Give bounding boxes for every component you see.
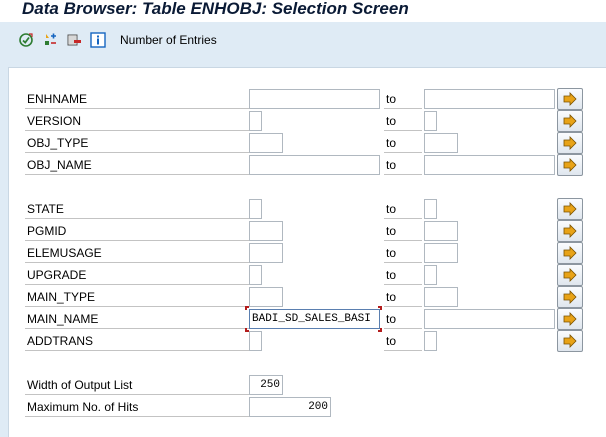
- multiple-selection-button[interactable]: [557, 242, 583, 264]
- arrow-right-icon: [563, 312, 577, 326]
- main-name-from-input[interactable]: BADI_SD_SALES_BASI: [249, 309, 380, 329]
- enhname-to-input[interactable]: [424, 89, 555, 109]
- field-label: ADDTRANS: [25, 331, 249, 351]
- arrow-right-icon: [563, 92, 577, 106]
- field-row-enhname: ENHNAME to: [9, 88, 606, 110]
- delete-selection-icon[interactable]: [66, 32, 82, 48]
- arrow-right-icon: [563, 246, 577, 260]
- field-row-pgmid: PGMID to: [9, 220, 606, 242]
- multiple-selection-button[interactable]: [557, 198, 583, 220]
- field-row-main-name: MAIN_NAME BADI_SD_SALES_BASI to: [9, 306, 606, 332]
- info-icon[interactable]: [90, 32, 106, 48]
- arrow-right-icon: [563, 114, 577, 128]
- to-label: to: [384, 309, 422, 329]
- page-title: Data Browser: Table ENHOBJ: Selection Sc…: [22, 0, 409, 18]
- focus-marker: [245, 306, 249, 310]
- field-row-main-type: MAIN_TYPE to: [9, 286, 606, 308]
- field-label: OBJ_NAME: [25, 155, 249, 175]
- setting-row-width: Width of Output List 250: [9, 374, 606, 396]
- width-of-output-list-input[interactable]: 250: [249, 375, 283, 395]
- title-bar: Data Browser: Table ENHOBJ: Selection Sc…: [0, 0, 606, 22]
- execute-icon[interactable]: [18, 32, 34, 48]
- field-row-state: STATE to: [9, 198, 606, 220]
- application-toolbar: Number of Entries: [0, 22, 606, 58]
- maximum-no-of-hits-label: Maximum No. of Hits: [25, 397, 249, 417]
- to-label: to: [384, 243, 422, 263]
- addtrans-to-input[interactable]: [424, 331, 437, 351]
- multiple-selection-button[interactable]: [557, 220, 583, 242]
- field-row-elemusage: ELEMUSAGE to: [9, 242, 606, 264]
- field-label: MAIN_TYPE: [25, 287, 249, 307]
- field-label: UPGRADE: [25, 265, 249, 285]
- elemusage-from-input[interactable]: [249, 243, 283, 263]
- focus-marker: [378, 328, 382, 332]
- arrow-right-icon: [563, 268, 577, 282]
- width-of-output-list-label: Width of Output List: [25, 375, 249, 395]
- focus-marker: [245, 328, 249, 332]
- number-of-entries-button[interactable]: Number of Entries: [120, 33, 217, 47]
- arrow-right-icon: [563, 136, 577, 150]
- enhname-from-input[interactable]: [249, 89, 380, 109]
- multiple-selection-button[interactable]: [557, 308, 583, 330]
- to-label: to: [384, 287, 422, 307]
- main-type-from-input[interactable]: [249, 287, 283, 307]
- obj-type-to-input[interactable]: [424, 133, 458, 153]
- field-label: ENHNAME: [25, 89, 249, 109]
- addtrans-from-input[interactable]: [249, 331, 262, 351]
- field-label: OBJ_TYPE: [25, 133, 249, 153]
- field-label: ELEMUSAGE: [25, 243, 249, 263]
- selection-screen: ENHNAME to VERSION to OBJ_TYPE to OBJ_NA…: [8, 67, 606, 437]
- version-to-input[interactable]: [424, 111, 437, 131]
- multiple-selection-button[interactable]: [557, 110, 583, 132]
- multiple-selection-button[interactable]: [557, 132, 583, 154]
- field-row-obj-type: OBJ_TYPE to: [9, 132, 606, 154]
- pgmid-to-input[interactable]: [424, 221, 458, 241]
- arrow-right-icon: [563, 224, 577, 238]
- arrow-right-icon: [563, 334, 577, 348]
- field-row-addtrans: ADDTRANS to: [9, 330, 606, 352]
- multiple-selection-button[interactable]: [557, 88, 583, 110]
- obj-type-from-input[interactable]: [249, 133, 283, 153]
- field-row-upgrade: UPGRADE to: [9, 264, 606, 286]
- to-label: to: [384, 133, 422, 153]
- field-label: MAIN_NAME: [25, 309, 249, 329]
- multiple-selection-button[interactable]: [557, 286, 583, 308]
- field-label: VERSION: [25, 111, 249, 131]
- field-label: STATE: [25, 199, 249, 219]
- to-label: to: [384, 221, 422, 241]
- to-label: to: [384, 265, 422, 285]
- obj-name-from-input[interactable]: [249, 155, 380, 175]
- state-from-input[interactable]: [249, 199, 262, 219]
- to-label: to: [384, 155, 422, 175]
- upgrade-to-input[interactable]: [424, 265, 437, 285]
- field-label: PGMID: [25, 221, 249, 241]
- version-from-input[interactable]: [249, 111, 262, 131]
- multiple-selection-button[interactable]: [557, 264, 583, 286]
- multiple-selection-button[interactable]: [557, 154, 583, 176]
- state-to-input[interactable]: [424, 199, 437, 219]
- to-label: to: [384, 89, 422, 109]
- pgmid-from-input[interactable]: [249, 221, 283, 241]
- upgrade-from-input[interactable]: [249, 265, 262, 285]
- to-label: to: [384, 199, 422, 219]
- field-row-version: VERSION to: [9, 110, 606, 132]
- selection-options-icon[interactable]: [42, 32, 58, 48]
- focus-marker: [378, 306, 382, 310]
- multiple-selection-button[interactable]: [557, 330, 583, 352]
- main-type-to-input[interactable]: [424, 287, 458, 307]
- main-name-to-input[interactable]: [424, 309, 555, 329]
- obj-name-to-input[interactable]: [424, 155, 555, 175]
- to-label: to: [384, 331, 422, 351]
- maximum-no-of-hits-input[interactable]: 200: [249, 397, 331, 417]
- to-label: to: [384, 111, 422, 131]
- arrow-right-icon: [563, 158, 577, 172]
- field-row-obj-name: OBJ_NAME to: [9, 154, 606, 176]
- arrow-right-icon: [563, 202, 577, 216]
- setting-row-max-hits: Maximum No. of Hits 200: [9, 396, 606, 418]
- elemusage-to-input[interactable]: [424, 243, 458, 263]
- arrow-right-icon: [563, 290, 577, 304]
